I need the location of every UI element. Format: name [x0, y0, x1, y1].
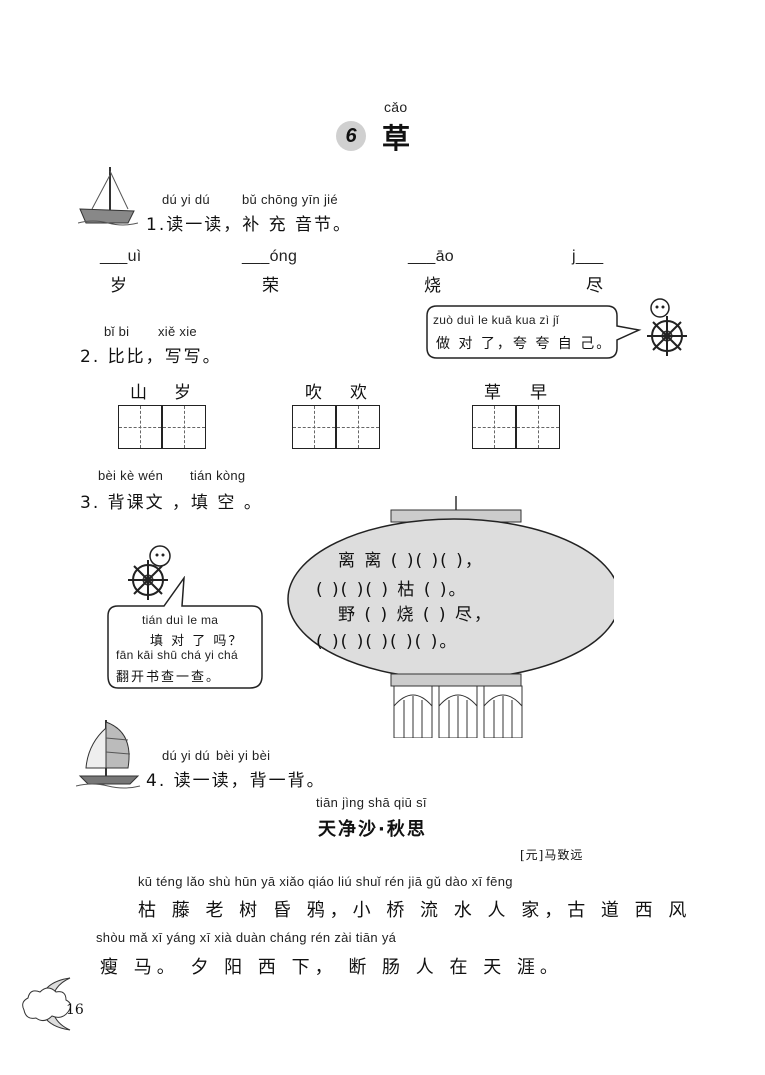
s1-item-3-char: 烧: [424, 276, 443, 296]
speech-bubble-left: [107, 576, 263, 689]
poem-line-1-pinyin: kū téng lǎo shù hūn yā xiǎo qiáo liú shu…: [138, 874, 513, 889]
speech-bubble: [426, 305, 642, 359]
s3-bubble-line-1: 填 对 了 吗？: [150, 634, 244, 649]
poem-line-2: 瘦 马。 夕 阳 西 下， 断 肠 人 在 天 涯。: [100, 957, 563, 978]
s2-pair-1-char-b: 岁: [174, 383, 193, 403]
lesson-title: 草: [382, 122, 411, 155]
s1-item-4-char: 尽: [586, 276, 605, 296]
s2-heading: 2. 比比，写写。: [80, 347, 222, 367]
s3-bubble-pinyin-1: tián duì le ma: [142, 613, 219, 627]
poem-line-2-pinyin: shòu mǎ xī yáng xī xià duàn cháng rén zà…: [96, 930, 397, 945]
s1-heading: 1.读一读，补 充 音节。: [146, 215, 353, 235]
page-number: 16: [66, 1002, 84, 1018]
poem-author: [元]马致远: [520, 848, 584, 862]
ship-wheel-mascot-icon: [128, 545, 171, 600]
boat-icon: [78, 167, 138, 226]
s1-item-1-pinyin: ___uì: [100, 248, 142, 265]
lantern-line-1: 离 离 ( )( )( )，: [338, 551, 484, 571]
writing-box[interactable]: [292, 405, 336, 449]
s2-pair-2-char-a: 吹: [305, 383, 324, 403]
moon-cloud-icon: [22, 977, 72, 1031]
lantern-illustration: [287, 496, 614, 738]
title-pinyin: cǎo: [384, 99, 408, 115]
writing-box[interactable]: [336, 405, 380, 449]
s3-heading: 3. 背课文 ，填 空 。: [80, 493, 263, 513]
sailboat-icon: [76, 720, 141, 789]
writing-box[interactable]: [118, 405, 162, 449]
lantern-line-2: ( )( )( ) 枯 ( )。: [316, 580, 468, 600]
s2-pair-3-char-a: 草: [484, 383, 503, 403]
writing-box[interactable]: [472, 405, 516, 449]
s4-pinyin-a: dú yi dú: [162, 748, 210, 763]
s2-bubble-text: 做 对 了，夸 夸 自 己。: [436, 336, 613, 352]
s1-item-2-char: 荣: [262, 276, 281, 296]
s4-pinyin-b: bèi yi bèi: [216, 748, 271, 763]
lesson-number-badge: 6: [336, 121, 366, 151]
poem-title: 天净沙·秋思: [318, 819, 427, 840]
lantern-line-3: 野 ( ) 烧 ( ) 尽，: [338, 605, 493, 625]
s2-bubble-pinyin: zuò duì le kuā kua zì jǐ: [433, 313, 559, 327]
lantern-line-4: ( )( )( )( )( )。: [316, 632, 459, 652]
s1-item-3-pinyin: ___āo: [408, 248, 454, 265]
s3-pinyin-a: bèi kè wén: [98, 468, 164, 483]
s2-pinyin-a: bǐ bi: [104, 324, 130, 339]
s1-pinyin-a: dú yi dú: [162, 192, 210, 207]
lesson-number: 6: [345, 125, 357, 147]
s1-pinyin-b: bǔ chōng yīn jié: [242, 192, 338, 207]
s1-item-1-char: 岁: [110, 276, 129, 296]
s2-pair-1-char-a: 山: [130, 383, 149, 403]
s3-pinyin-b: tián kòng: [190, 468, 246, 483]
writing-box[interactable]: [516, 405, 560, 449]
ship-wheel-mascot-icon: [647, 298, 687, 356]
s4-heading: 4. 读一读，背一背。: [146, 771, 326, 791]
s3-bubble-pinyin-2: fān kāi shū chá yi chá: [116, 648, 239, 662]
poem-title-pinyin: tiān jìng shā qiū sī: [316, 795, 427, 810]
s2-pair-2-char-b: 欢: [350, 383, 369, 403]
s1-item-2-pinyin: ___óng: [242, 248, 298, 265]
writing-box[interactable]: [162, 405, 206, 449]
s3-bubble-line-2: 翻开书查一查。: [116, 670, 222, 685]
s2-pinyin-b: xiě xie: [158, 324, 197, 339]
s2-pair-3-char-b: 早: [530, 383, 549, 403]
poem-line-1: 枯 藤 老 树 昏 鸦，小 桥 流 水 人 家，古 道 西 风: [138, 900, 692, 921]
s1-item-4-pinyin: j___: [572, 248, 604, 265]
